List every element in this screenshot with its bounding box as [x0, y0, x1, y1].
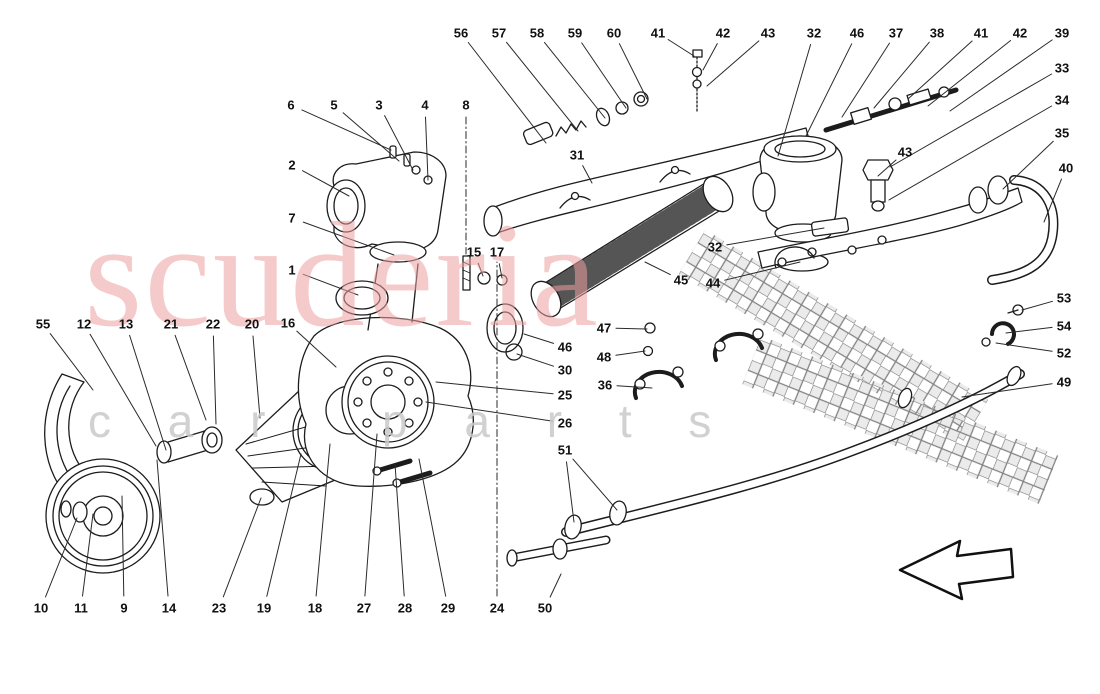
leader-line: [89, 333, 157, 447]
leader-line: [498, 263, 503, 279]
leader-line: [523, 333, 555, 344]
leader-line: [516, 353, 555, 367]
leader-line: [394, 463, 405, 597]
leader-line: [418, 458, 447, 597]
leader-lines-layer: [45, 39, 1062, 598]
leader-line: [364, 433, 378, 597]
leader-line: [315, 443, 331, 597]
leader-line: [174, 334, 207, 421]
leader-line: [121, 495, 125, 597]
leader-line: [927, 40, 1012, 107]
pump-flange-drawing: [341, 355, 435, 449]
corrugated-hose-drawing: [530, 175, 734, 318]
leader-line: [212, 335, 217, 425]
right-hardware-drawing: [981, 304, 1024, 347]
leader-line: [296, 330, 337, 368]
leader-line: [1002, 140, 1054, 190]
leader-line: [252, 335, 261, 419]
leader-line: [82, 513, 94, 597]
leader-line: [477, 262, 484, 277]
leader-line: [726, 227, 825, 246]
leader-line: [425, 116, 429, 181]
leader-line: [805, 43, 853, 137]
rear-manifold-drawing: [757, 175, 1023, 269]
leader-line: [49, 333, 94, 391]
checkered-flag-band: [678, 229, 1059, 504]
pump-outlet-drawing: [486, 303, 524, 361]
leader-line: [1021, 300, 1053, 311]
leader-line: [1043, 178, 1062, 223]
direction-arrow-icon: [898, 539, 1015, 601]
leader-line: [302, 273, 359, 296]
leader-line: [342, 112, 400, 162]
leader-line: [302, 221, 395, 256]
leader-line: [644, 261, 671, 276]
leader-line: [907, 40, 973, 100]
leader-line: [222, 497, 262, 598]
leader-line: [706, 40, 760, 87]
leader-line: [45, 517, 78, 598]
leader-line: [467, 42, 547, 144]
thermostat-housing-left-drawing: [326, 145, 447, 263]
leader-line: [618, 43, 648, 100]
leader-line: [384, 115, 414, 171]
leader-line: [506, 41, 579, 132]
temperature-sensor-drawing: [862, 159, 894, 212]
shaft-bearing-drawing: [156, 426, 223, 464]
pulley-drawing: [45, 458, 161, 574]
mount-flanges-drawing: [632, 322, 764, 400]
leader-line: [581, 42, 627, 109]
leader-line: [667, 39, 695, 57]
leader-line: [435, 381, 554, 395]
leader-line: [841, 42, 890, 118]
leader-line: [888, 105, 1053, 201]
leader-line: [995, 342, 1053, 352]
leader-line: [873, 41, 930, 109]
right-hose-drawing: [968, 175, 1059, 285]
leader-line: [302, 170, 350, 197]
leader-line: [582, 165, 593, 184]
leader-line: [615, 350, 646, 356]
leader-line: [301, 109, 392, 151]
leader-line: [949, 39, 1053, 112]
leader-line: [877, 159, 897, 177]
leader-line: [1005, 326, 1053, 334]
leader-line: [724, 261, 801, 281]
upper-manifold-drawing: [483, 127, 811, 237]
leader-line: [702, 43, 718, 71]
leader-line: [566, 461, 575, 523]
leader-line: [961, 383, 1053, 398]
lower-pipe-drawing: [561, 365, 1025, 540]
thermostat-housing-right-drawing: [752, 135, 850, 272]
leader-line: [549, 573, 562, 598]
leader-line: [156, 459, 169, 597]
leader-line: [572, 458, 618, 511]
top-fittings-drawing: [691, 49, 959, 133]
leader-line: [129, 334, 167, 451]
leader-line: [544, 41, 606, 119]
leader-line: [777, 44, 812, 157]
leader-line: [615, 327, 648, 330]
leader-line: [266, 453, 302, 597]
leader-line: [616, 385, 653, 389]
leader-line: [889, 73, 1053, 168]
leader-line: [425, 401, 554, 422]
stud-orings-drawing: [462, 255, 508, 291]
short-pipe-drawing: [506, 535, 611, 567]
